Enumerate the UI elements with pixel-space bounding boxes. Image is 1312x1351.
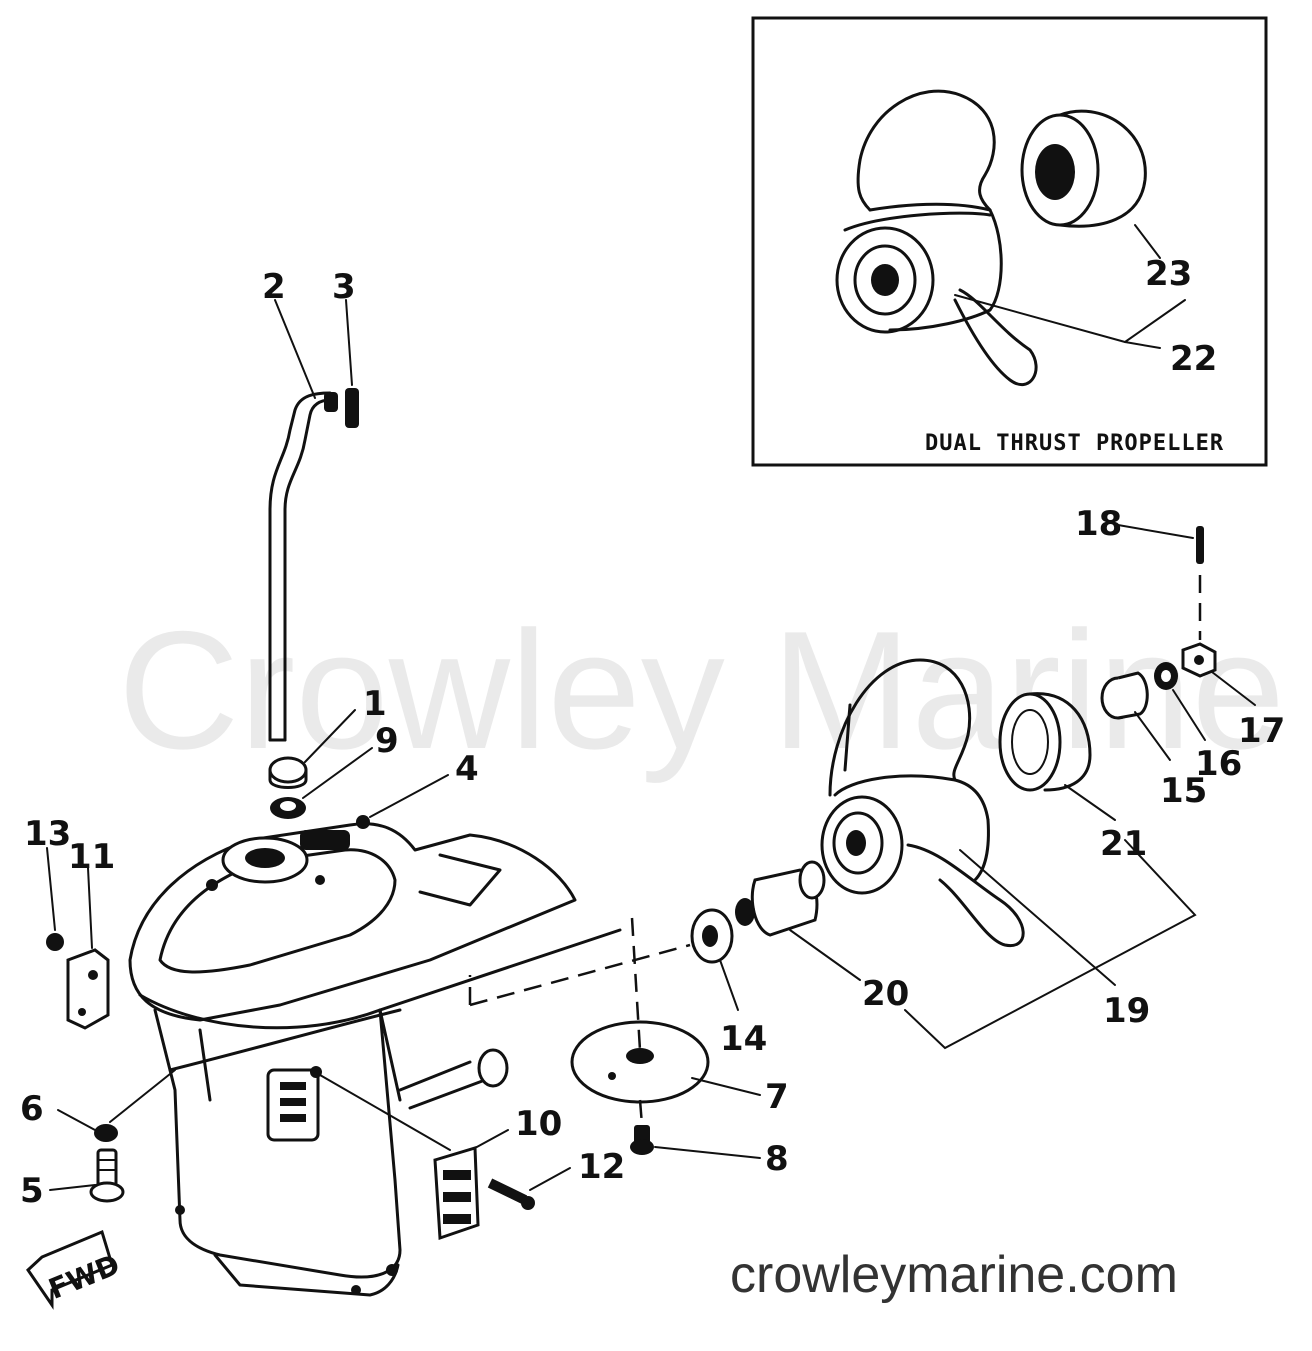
fwd-arrow: FWD bbox=[26, 1229, 124, 1310]
thrust-washer-14 bbox=[690, 908, 734, 964]
callout-9: 9 bbox=[375, 721, 399, 761]
callout-22: 22 bbox=[1170, 339, 1217, 379]
seal-1 bbox=[268, 756, 308, 789]
callout-7: 7 bbox=[765, 1077, 789, 1117]
callout-16: 16 bbox=[1195, 744, 1242, 784]
screw-12 bbox=[487, 1178, 535, 1210]
plug-6 bbox=[94, 1124, 118, 1142]
callout-2: 2 bbox=[262, 267, 286, 307]
screw-5 bbox=[89, 1148, 125, 1203]
callout-5: 5 bbox=[20, 1171, 44, 1211]
callout-12: 12 bbox=[578, 1147, 625, 1187]
callout-15: 15 bbox=[1160, 771, 1207, 811]
callout-13: 13 bbox=[24, 814, 71, 854]
callout-3: 3 bbox=[332, 267, 356, 307]
spacer-15 bbox=[1100, 671, 1149, 720]
screw-13 bbox=[46, 933, 64, 951]
watermark-url: crowleymarine.com bbox=[730, 1246, 1178, 1304]
callout-11: 11 bbox=[68, 837, 115, 877]
callout-19: 19 bbox=[1103, 991, 1150, 1031]
anode-11 bbox=[66, 948, 110, 1030]
inset-caption: DUAL THRUST PROPELLER bbox=[925, 431, 1224, 456]
bolt-4 bbox=[356, 815, 370, 829]
gear-case bbox=[128, 822, 622, 1297]
callout-10: 10 bbox=[515, 1104, 562, 1144]
callout-8: 8 bbox=[765, 1139, 789, 1179]
nut-17 bbox=[1181, 642, 1217, 678]
inset-propeller bbox=[835, 89, 1038, 387]
washer-9 bbox=[270, 797, 306, 819]
callout-18: 18 bbox=[1075, 504, 1122, 544]
callout-17: 17 bbox=[1238, 711, 1285, 751]
bolt-8 bbox=[630, 1125, 654, 1155]
callout-23: 23 bbox=[1145, 254, 1192, 294]
inset-cone bbox=[1020, 109, 1147, 228]
spacer-20 bbox=[735, 860, 826, 937]
callout-14: 14 bbox=[720, 1019, 767, 1059]
callout-21: 21 bbox=[1100, 824, 1147, 864]
cone-21 bbox=[998, 692, 1092, 792]
callout-6: 6 bbox=[20, 1089, 44, 1129]
callout-20: 20 bbox=[862, 974, 909, 1014]
water-screen-10 bbox=[433, 1146, 480, 1241]
cotter-pin-18 bbox=[1196, 526, 1204, 564]
trim-tab-7 bbox=[570, 1020, 710, 1104]
callout-1: 1 bbox=[363, 684, 387, 724]
propeller-19 bbox=[820, 658, 1025, 947]
dual-thrust-inset: 23 22 DUAL THRUST PROPELLER bbox=[751, 16, 1268, 467]
callout-4: 4 bbox=[455, 749, 479, 789]
washer-16 bbox=[1154, 662, 1178, 690]
